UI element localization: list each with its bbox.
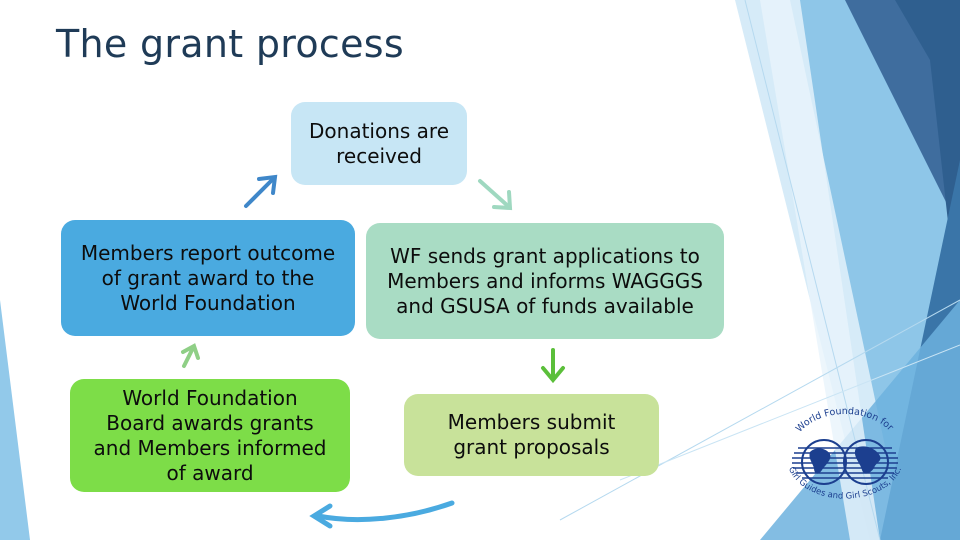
globe-icon bbox=[792, 439, 898, 485]
bg-thin-line-2 bbox=[559, 299, 960, 521]
step-donations-received: Donations are received bbox=[291, 102, 467, 185]
bg-thin-line-3 bbox=[619, 344, 960, 481]
step-label: Members report outcome of grant award to… bbox=[80, 240, 336, 315]
bg-left-sliver bbox=[0, 300, 30, 540]
step-board-awards: World Foundation Board awards grants and… bbox=[70, 379, 350, 492]
bg-facet-deep bbox=[895, 0, 960, 330]
step-members-report: Members report outcome of grant award to… bbox=[61, 220, 355, 336]
slide-title: The grant process bbox=[56, 22, 404, 66]
step-label: Donations are received bbox=[309, 118, 449, 168]
step-label: WF sends grant applications to Members a… bbox=[387, 243, 703, 318]
bg-facet-pale bbox=[760, 0, 880, 540]
logo-top-text: World Foundation for bbox=[794, 406, 895, 435]
step-label: Members submit grant proposals bbox=[447, 410, 616, 459]
step-label: World Foundation Board awards grants and… bbox=[93, 385, 327, 485]
world-foundation-logo: World Foundation for Girl Guides and Gir… bbox=[786, 406, 904, 502]
step-wf-sends-applications: WF sends grant applications to Members a… bbox=[366, 223, 724, 339]
step-members-submit: Members submit grant proposals bbox=[404, 394, 659, 476]
